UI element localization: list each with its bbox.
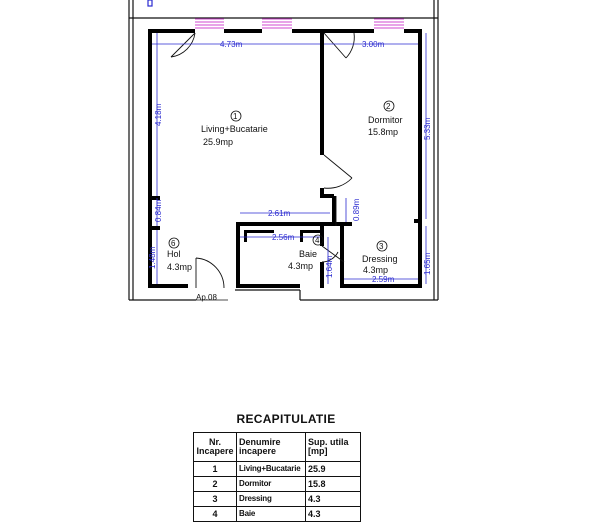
row-area: 15.8 — [305, 476, 361, 492]
dim-bedroom-height: 5.33m — [423, 117, 432, 140]
header-name-line2: incapere — [239, 446, 277, 456]
floor-plan: 4.73m 3.00m 4.18m 5.33m 0.84m 1.48m 2.61… — [128, 0, 439, 302]
room-4-area: 4.3mp — [288, 261, 313, 271]
header-nr-line1: Nr. — [208, 437, 221, 447]
header-area-line2: [mp] — [308, 446, 328, 456]
row-name: Dormitor — [236, 476, 306, 492]
room-4-number: 4 — [315, 236, 320, 245]
room-2-area: 15.8mp — [368, 127, 398, 137]
room-3-area: 4.3mp — [363, 265, 388, 275]
table-row: 1 Living+Bucatarie 25.9 — [193, 461, 361, 477]
dim-living-width: 4.73m — [220, 40, 243, 49]
header-name: Denumire incapere — [236, 432, 306, 462]
row-nr: 1 — [193, 461, 237, 477]
row-area: 4.3 — [305, 506, 361, 522]
table-row: 4 Baie 4.3 — [193, 506, 361, 522]
dim-bath-width: 2.56m — [272, 233, 295, 242]
dim-dressing-height: 1.65m — [423, 252, 432, 275]
structural-walls — [148, 29, 422, 288]
row-name: Dressing — [236, 491, 306, 507]
dimension-lines — [152, 33, 427, 284]
room-6-area: 4.3mp — [167, 262, 192, 272]
dim-bath-height: 1.64m — [325, 255, 334, 278]
room-2-name: Dormitor — [368, 115, 403, 125]
row-nr: 3 — [193, 491, 237, 507]
table-row: 2 Dormitor 15.8 — [193, 476, 361, 492]
apartment-label: Ap.08 — [196, 293, 217, 302]
dim-living-height: 4.18m — [154, 103, 163, 126]
room-6-name: Hol — [167, 249, 181, 259]
row-area: 4.3 — [305, 491, 361, 507]
doors — [170, 32, 355, 289]
room-2-number: 2 — [386, 102, 391, 111]
recap-table: Nr. Incapere Denumire incapere Sup. util… — [193, 432, 361, 522]
room-1-area: 25.9mp — [203, 137, 233, 147]
room-1-number: 1 — [233, 112, 238, 121]
dim-dressing-door: 0.89m — [352, 198, 361, 221]
row-nr: 2 — [193, 476, 237, 492]
room-1-name: Living+Bucatarie — [201, 124, 268, 134]
dim-dressing-width: 2.59m — [372, 275, 395, 284]
room-3-name: Dressing — [362, 254, 398, 264]
dim-hol-upper: 0.84m — [154, 199, 163, 222]
row-name: Living+Bucatarie — [236, 461, 306, 477]
row-area: 25.9 — [305, 461, 361, 477]
header-nr: Nr. Incapere — [193, 432, 237, 462]
row-name: Baie — [236, 506, 306, 522]
table-row: 3 Dressing 4.3 — [193, 491, 361, 507]
header-nr-line2: Incapere — [196, 446, 234, 456]
header-area: Sup. utila [mp] — [305, 432, 361, 462]
recap-header-row: Nr. Incapere Denumire incapere Sup. util… — [193, 432, 361, 462]
recap-title: RECAPITULATIE — [236, 412, 336, 426]
dim-bath-top: 2.61m — [268, 209, 291, 218]
windows — [195, 18, 404, 29]
dim-bedroom-width: 3.00m — [362, 40, 385, 49]
header-area-line1: Sup. utila — [308, 437, 349, 447]
room-6-number: 6 — [171, 239, 176, 248]
header-name-line1: Denumire — [239, 437, 281, 447]
room-4-name: Baie — [299, 249, 317, 259]
room-number-markers — [168, 100, 395, 252]
room-3-number: 3 — [379, 242, 384, 251]
row-nr: 4 — [193, 506, 237, 522]
dim-hol-height: 1.48m — [148, 246, 157, 269]
top-cut-walls — [128, 0, 439, 18]
